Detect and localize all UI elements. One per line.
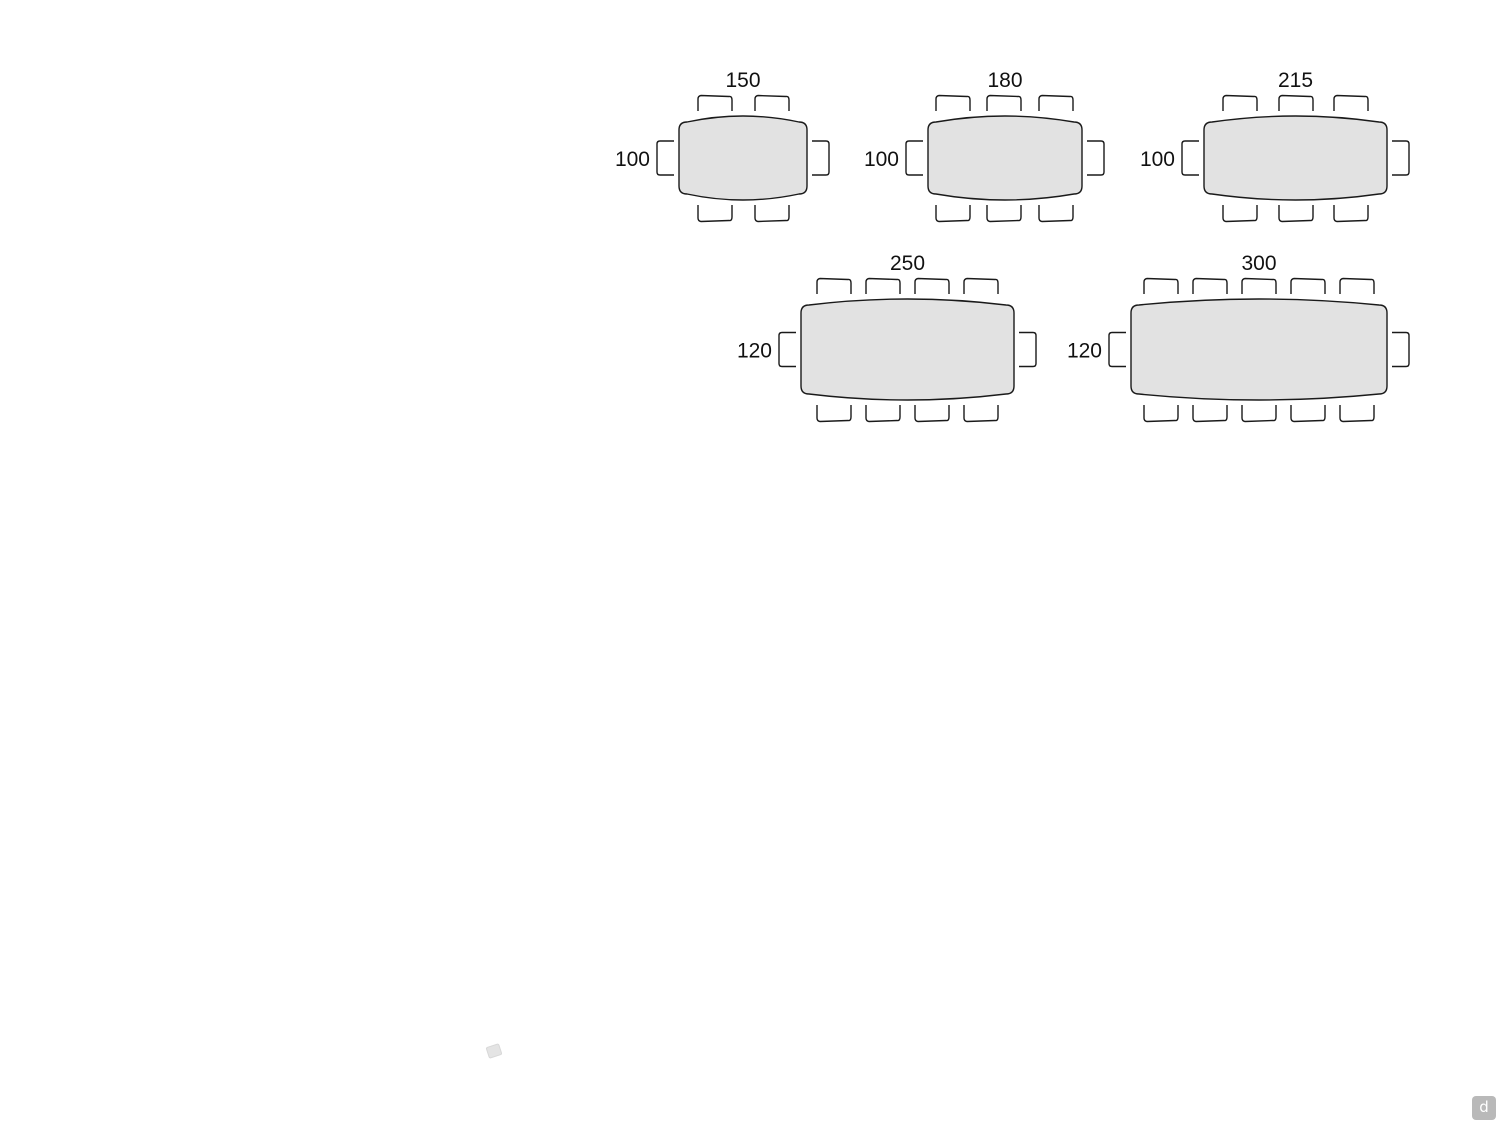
- width-label: 100: [1140, 148, 1175, 171]
- chair-top-3: [1333, 94, 1369, 111]
- chair-bottom-2: [865, 405, 901, 423]
- table-250: 250 120: [737, 252, 1037, 423]
- length-label: 300: [1241, 252, 1276, 275]
- chair-top-2: [986, 94, 1022, 111]
- chair-bottom-2: [986, 205, 1022, 223]
- tabletop: [1203, 115, 1388, 201]
- chair-left-end: [905, 140, 923, 176]
- chair-top-4: [1290, 277, 1326, 294]
- tabletop: [800, 298, 1015, 401]
- length-label: 215: [1278, 69, 1313, 92]
- chair-bottom-1: [1143, 405, 1179, 423]
- tabletop: [1130, 298, 1388, 401]
- chair-bottom-3: [1241, 405, 1277, 423]
- chair-top-1: [1143, 277, 1179, 294]
- chair-right-end: [1392, 331, 1410, 368]
- chair-top-3: [914, 277, 950, 294]
- width-label: 100: [864, 148, 899, 171]
- chair-bottom-4: [1290, 405, 1326, 423]
- chair-top-5: [1339, 277, 1375, 294]
- chair-top-2: [754, 94, 790, 111]
- chair-left-end: [778, 331, 796, 368]
- chair-top-1: [816, 277, 852, 294]
- chair-bottom-3: [914, 405, 950, 423]
- table-215: 215 100: [1140, 69, 1410, 223]
- chair-bottom-4: [963, 405, 999, 423]
- chair-top-1: [935, 94, 971, 111]
- chair-bottom-5: [1339, 405, 1375, 423]
- chair-bottom-1: [935, 205, 971, 223]
- tabletop: [927, 115, 1083, 201]
- chair-top-4: [963, 277, 999, 294]
- chair-top-1: [697, 94, 733, 111]
- length-label: 180: [987, 69, 1022, 92]
- d-logo-icon: d: [1472, 1096, 1496, 1120]
- chair-bottom-2: [754, 205, 790, 223]
- chair-bottom-2: [1278, 205, 1314, 223]
- length-label: 250: [890, 252, 925, 275]
- chair-bottom-3: [1038, 205, 1074, 223]
- chair-right-end: [812, 140, 830, 176]
- chair-top-3: [1241, 277, 1277, 294]
- table-180: 180 100: [864, 69, 1105, 223]
- chair-left-end: [656, 140, 674, 176]
- chair-right-end: [1087, 140, 1105, 176]
- tabletop: [678, 115, 808, 201]
- chair-bottom-1: [1222, 205, 1258, 223]
- chair-bottom-2: [1192, 405, 1228, 423]
- chair-bottom-1: [816, 405, 852, 423]
- chair-left-end: [1108, 331, 1126, 368]
- chair-bottom-1: [697, 205, 733, 223]
- chair-left-end: [1181, 140, 1199, 176]
- length-label: 150: [725, 69, 760, 92]
- width-label: 100: [615, 148, 650, 171]
- table-300: 300 120: [1067, 252, 1410, 423]
- table-150: 150 100: [615, 69, 830, 223]
- chair-top-2: [1192, 277, 1228, 294]
- chair-top-2: [865, 277, 901, 294]
- width-label: 120: [1067, 340, 1102, 363]
- width-label: 120: [737, 340, 772, 363]
- chair-top-2: [1278, 94, 1314, 111]
- chair-bottom-3: [1333, 205, 1369, 223]
- chair-right-end: [1019, 331, 1037, 368]
- chair-right-end: [1392, 140, 1410, 176]
- chair-top-3: [1038, 94, 1074, 111]
- chair-top-1: [1222, 94, 1258, 111]
